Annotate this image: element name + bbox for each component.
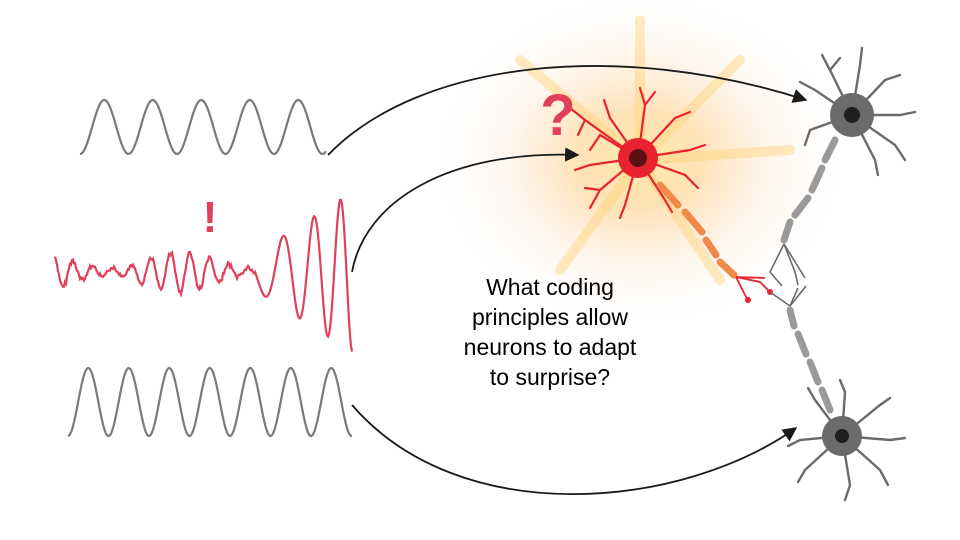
lower-neuron-nucleus	[835, 429, 849, 443]
synapse-dot	[745, 297, 751, 303]
lower-neuron-terminals	[769, 285, 807, 307]
exclamation-mark: !	[203, 193, 218, 242]
active-neuron	[568, 86, 773, 303]
active-neuron-nucleus	[629, 149, 647, 167]
regular-signal-bottom	[67, 366, 352, 438]
upper-neuron-terminals	[769, 243, 806, 287]
lower-neuron	[769, 285, 907, 502]
upper-neuron-axon	[780, 136, 839, 244]
question-line: principles allow	[472, 304, 628, 330]
question-line: to surprise?	[489, 364, 611, 390]
lower-neuron-axon	[786, 306, 834, 414]
question-caption: What coding principles allow neurons to …	[420, 272, 680, 392]
upper-neuron-nucleus	[844, 107, 860, 123]
question-line: neurons to adapt	[463, 334, 637, 360]
question-line: What coding	[486, 274, 614, 300]
regular-signal-top	[79, 98, 327, 156]
upper-neuron	[769, 46, 917, 287]
arrow-top-to-upper-neuron	[327, 65, 808, 156]
active-neuron-axon	[656, 181, 738, 279]
surprise-signal	[53, 198, 354, 352]
question-mark: ?	[540, 83, 575, 148]
arrow-surprise-to-active-neuron	[351, 147, 580, 273]
arrow-bottom-to-lower-neuron	[351, 404, 798, 495]
